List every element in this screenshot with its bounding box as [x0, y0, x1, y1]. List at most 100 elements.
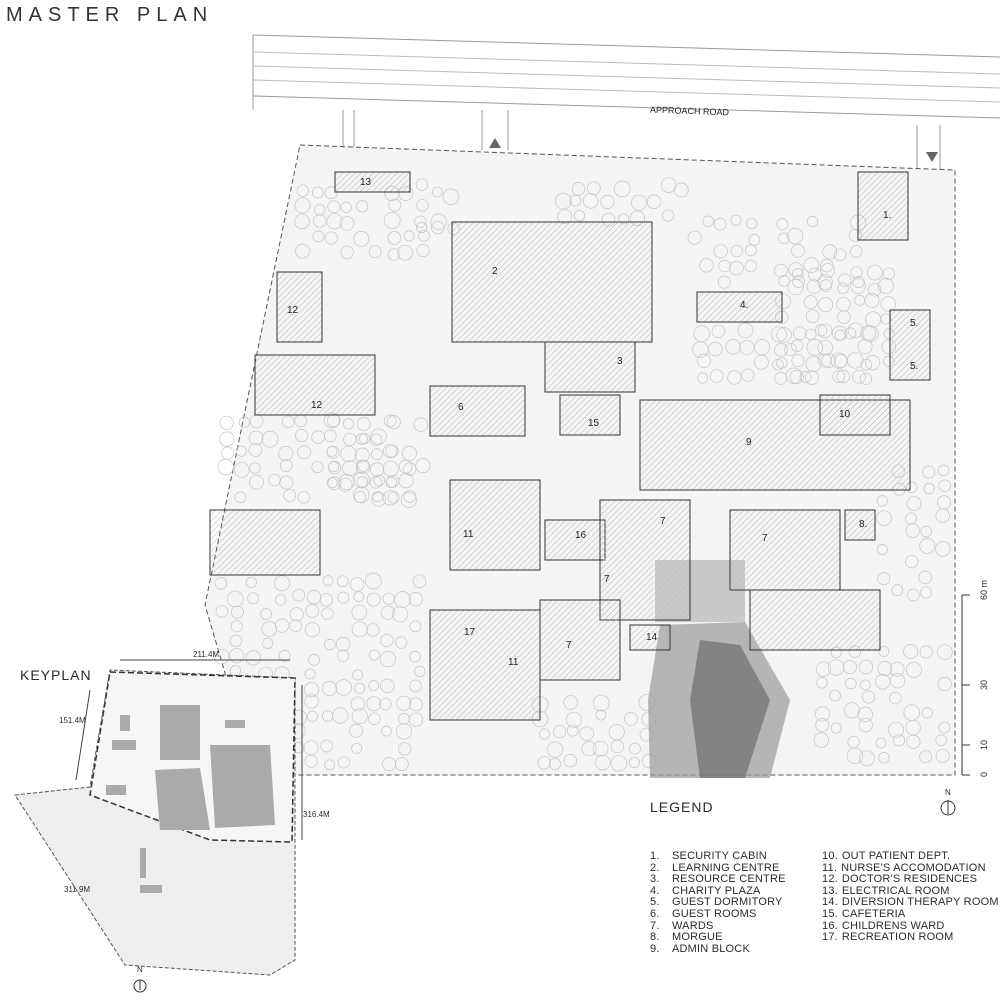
tree-icon: [713, 217, 727, 231]
tree-icon: [373, 474, 385, 487]
entry-arrow-icon: [489, 138, 501, 148]
tree-icon: [878, 751, 890, 764]
tree-icon: [249, 474, 264, 490]
tree-icon: [416, 199, 429, 212]
tree-icon: [338, 473, 355, 490]
building-childrens-ward: [544, 519, 606, 561]
tree-icon: [418, 229, 430, 242]
tree-icon: [245, 576, 257, 588]
scale-label-30: 30: [979, 679, 989, 690]
tree-icon: [335, 679, 352, 696]
tree-icon: [289, 619, 303, 632]
legend-item: 8.MORGUE: [650, 931, 723, 944]
tree-icon: [919, 586, 932, 599]
tree-icon: [274, 575, 290, 592]
scale-label-60: 60 m: [979, 579, 989, 600]
tree-icon: [403, 462, 417, 476]
tree-icon: [370, 428, 387, 445]
tree-icon: [394, 591, 411, 608]
tree-icon: [791, 354, 805, 368]
tree-icon: [857, 339, 873, 355]
tree-icon: [837, 282, 849, 294]
keyplan-dim-bottom: 311.9M: [64, 885, 91, 894]
plan-label-7a: 7: [660, 516, 666, 527]
plan-label-6: 6: [458, 402, 464, 413]
tree-icon: [380, 633, 394, 648]
tree-icon: [859, 750, 875, 767]
tree-icon: [866, 264, 883, 281]
tree-icon: [322, 575, 334, 587]
legend-item: 7.WARDS: [650, 919, 714, 932]
tree-icon: [294, 213, 310, 230]
tree-icon: [815, 661, 832, 677]
tree-icon: [248, 443, 263, 457]
legend-north-icon: [940, 800, 956, 816]
tree-icon: [304, 694, 319, 709]
tree-icon: [308, 653, 321, 666]
tree-icon: [772, 358, 784, 371]
tree-icon: [610, 739, 625, 754]
tree-icon: [249, 462, 261, 474]
tree-icon: [880, 296, 896, 312]
tree-icon: [219, 415, 234, 430]
building-learning-centre: [451, 221, 653, 343]
tree-icon: [279, 475, 294, 490]
tree-icon: [398, 473, 414, 489]
tree-icon: [396, 695, 412, 711]
tree-icon: [356, 200, 369, 213]
tree-icon: [864, 355, 881, 371]
tree-icon: [415, 458, 431, 474]
tree-icon: [859, 679, 871, 691]
tree-icon: [355, 459, 371, 474]
tree-icon: [729, 261, 744, 276]
tree-icon: [803, 295, 818, 310]
legend-item: 17.RECREATION ROOM: [822, 931, 954, 944]
tree-icon: [727, 370, 742, 385]
tree-icon: [383, 414, 397, 428]
tree-icon: [820, 263, 836, 278]
tree-icon: [837, 310, 851, 324]
tree-icon: [326, 446, 338, 457]
tree-icon: [711, 324, 726, 339]
tree-icon: [937, 676, 952, 692]
tree-icon: [226, 590, 244, 608]
tree-icon: [788, 262, 804, 278]
tree-icon: [821, 353, 836, 368]
tree-icon: [366, 592, 381, 607]
tree-icon: [793, 326, 807, 340]
tree-icon: [537, 756, 551, 770]
tree-icon: [919, 750, 933, 764]
tree-icon: [366, 696, 382, 712]
tree-icon: [313, 214, 327, 228]
tree-icon: [221, 446, 235, 460]
tree-icon: [219, 431, 235, 447]
tree-icon: [354, 682, 366, 694]
legend-item: 15.CAFETERIA: [822, 907, 906, 920]
tree-icon: [553, 725, 567, 739]
tree-icon: [566, 711, 582, 728]
tree-icon: [702, 215, 714, 227]
tree-icon: [776, 218, 789, 231]
tree-icon: [919, 645, 933, 659]
tree-icon: [713, 244, 728, 259]
tree-icon: [337, 756, 350, 769]
tree-icon: [718, 259, 731, 273]
tree-icon: [326, 477, 338, 489]
tree-icon: [275, 594, 287, 606]
tree-icon: [311, 186, 324, 199]
tree-icon: [600, 194, 615, 209]
building-cafeteria: [559, 394, 621, 436]
tree-icon: [326, 213, 343, 230]
tree-icon: [409, 679, 422, 693]
building-doctors-residence-2: [254, 354, 376, 416]
tree-icon: [340, 445, 357, 463]
tree-icon: [709, 369, 724, 383]
tree-icon: [906, 734, 921, 749]
tree-icon: [260, 608, 272, 620]
plan-label-14: 14: [646, 632, 658, 643]
tree-icon: [395, 723, 413, 740]
tree-icon: [230, 620, 243, 633]
plan-label-5b: 5.: [910, 361, 919, 372]
legend-item: 1.SECURITY CABIN: [650, 850, 767, 862]
tree-icon: [754, 339, 771, 356]
